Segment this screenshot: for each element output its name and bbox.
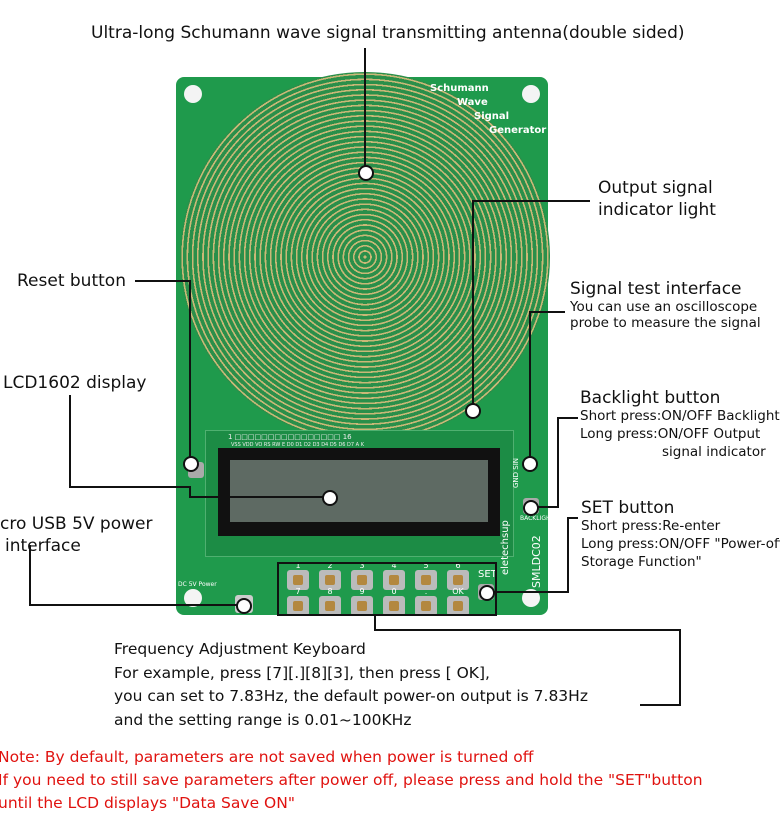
brand-line: Wave [457, 97, 488, 108]
callout-title: Frequency Adjustment Keyboard [114, 640, 366, 658]
key-label: 8 [327, 587, 333, 596]
callout-dot [479, 585, 495, 601]
callout-line: Storage Function" [581, 554, 702, 570]
usb-callout: cro USB 5V power interface [0, 513, 152, 557]
keypad-key[interactable] [287, 596, 309, 616]
keypad-key[interactable] [447, 596, 469, 616]
callout-line: Short press:Re-enter [581, 518, 721, 534]
key-label: 9 [359, 587, 365, 596]
key-label: 4 [391, 561, 397, 570]
note-line: If you need to still save parameters aft… [0, 771, 703, 789]
callout-dot [358, 165, 374, 181]
callout-line: Output signal [598, 178, 713, 198]
lcd-pin-numbers: 1 □□□□□□□□□□□□□□□□ 16 [228, 433, 352, 441]
mount-hole [522, 85, 540, 103]
keypad-key[interactable] [447, 570, 469, 590]
set-silk: SET [478, 569, 497, 580]
callout-line: Long press:ON/OFF Output [580, 426, 761, 442]
callout-line: Short press:ON/OFF Backlight [580, 408, 780, 424]
note-line: until the LCD displays "Data Save ON" [0, 794, 295, 812]
callout-dot [523, 500, 539, 516]
callout-dot [465, 403, 481, 419]
title: Ultra-long Schumann wave signal transmit… [91, 23, 685, 43]
key-label: 6 [455, 561, 461, 570]
key-label: 5 [423, 561, 429, 570]
keypad-key[interactable] [287, 570, 309, 590]
lcd-screen [230, 460, 488, 522]
callout-line: probe to measure the signal [570, 315, 761, 331]
callout-line: You can use an oscilloscope [570, 299, 758, 315]
lcd-pin-names: VSS VDD VO RS RW E D0 D1 D2 D3 D4 D5 D6 … [231, 442, 364, 448]
brand-line: Signal [474, 111, 510, 122]
backlight-silk: BACKLIGHT [520, 515, 555, 522]
callout-dot [522, 456, 538, 472]
keypad-key[interactable] [415, 570, 437, 590]
brand-line: Generator [489, 125, 547, 136]
callout-line: indicator light [598, 200, 716, 220]
callout-dot [183, 456, 199, 472]
callout-line: For example, press [7][.][8][3], then pr… [114, 663, 490, 682]
set-callout: SET button Short press:Re-enter Long pre… [581, 499, 780, 571]
backlight-callout: Backlight button Short press:ON/OFF Back… [580, 389, 780, 461]
key-label: 0 [391, 587, 397, 596]
keypad-key[interactable] [319, 570, 341, 590]
board-brand: Schumann Wave Signal Generator [430, 82, 546, 138]
keypad-key[interactable] [383, 596, 405, 616]
power-silk: DC 5V Power [178, 581, 217, 588]
mount-hole [522, 589, 540, 607]
keypad-key[interactable] [415, 596, 437, 616]
mount-hole [184, 85, 202, 103]
keypad-key[interactable] [351, 596, 373, 616]
key-label: 2 [327, 561, 333, 570]
callout-title: Backlight button [580, 388, 721, 408]
callout-title: SET button [581, 498, 675, 518]
callout-title: Signal test interface [570, 279, 742, 299]
reset-callout: Reset button [17, 271, 126, 291]
callout-line: interface [5, 536, 81, 556]
keyboard-callout: Frequency Adjustment Keyboard For exampl… [114, 638, 588, 732]
callout-line: Long press:ON/OFF "Power-off [581, 536, 780, 552]
mount-hole [184, 589, 202, 607]
callout-line: and the setting range is 0.01~100KHz [114, 710, 412, 729]
callout-line: signal indicator [662, 444, 766, 460]
key-label: 1 [295, 561, 301, 570]
output-indicator-callout: Output signal indicator light [598, 177, 716, 221]
brand-line: Schumann [430, 83, 489, 94]
note-block: Note: By default, parameters are not sav… [0, 746, 703, 815]
key-label: 3 [359, 561, 365, 570]
signal-test-callout: Signal test interface You can use an osc… [570, 279, 761, 331]
callout-line: you can set to 7.83Hz, the default power… [114, 687, 588, 705]
key-label: . [424, 587, 428, 596]
key-label: OK [452, 587, 464, 596]
callout-dot [322, 490, 338, 506]
callout-line: cro USB 5V power [0, 514, 153, 534]
keypad-key[interactable] [319, 596, 341, 616]
callout-dot [236, 598, 252, 614]
key-label: 7 [295, 587, 301, 596]
note-line: Note: By default, parameters are not sav… [0, 748, 534, 766]
keypad-key[interactable] [383, 570, 405, 590]
keypad-key[interactable] [351, 570, 373, 590]
lcd-callout: LCD1602 display [3, 373, 147, 393]
